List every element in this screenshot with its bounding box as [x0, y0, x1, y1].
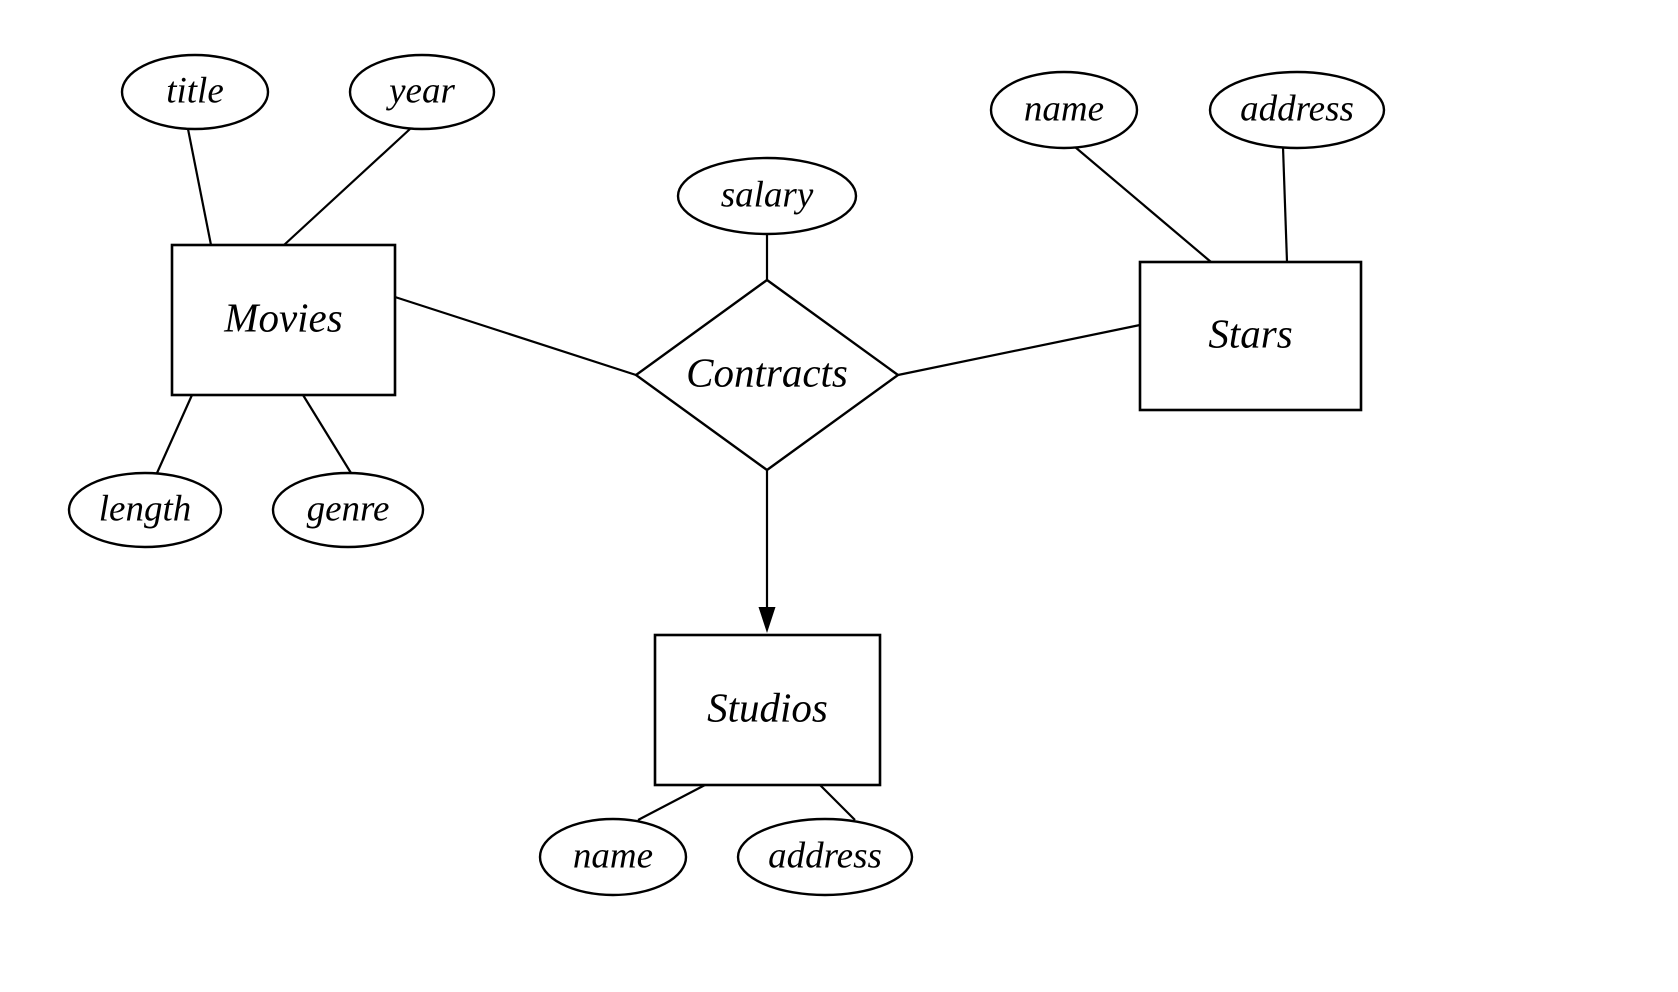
edge-line [394, 295, 637, 377]
edge-movies-title-to-movies [186, 128, 213, 246]
attribute-label-studios-name: name [573, 835, 653, 876]
attribute-label-movies-genre: genre [307, 488, 390, 529]
relationship-label-contracts: Contracts [686, 349, 848, 395]
attribute-label-movies-year: year [385, 70, 455, 111]
edge-line [637, 784, 706, 821]
edge-contracts-to-stars [897, 323, 1141, 377]
edge-movies-to-movies-genre [302, 394, 352, 474]
attribute-ellipse-movies-title[interactable] [120, 53, 270, 131]
edge-line [819, 784, 856, 821]
attribute-label-stars-address: address [1240, 88, 1354, 129]
attribute-ellipse-movies-genre[interactable] [271, 471, 425, 549]
entity-box-movies[interactable] [170, 243, 397, 397]
edge-line [155, 394, 194, 474]
attribute-label-stars-name: name [1024, 88, 1104, 129]
entity-label-stars: Stars [1208, 310, 1292, 356]
edge-line [186, 128, 213, 246]
edge-arrowhead-icon [758, 607, 776, 633]
entity-label-studios: Studios [707, 684, 828, 730]
edge-line [302, 394, 352, 474]
attribute-ellipse-studios-address[interactable] [736, 817, 914, 897]
edge-studios-to-studios-name [637, 784, 706, 821]
entity-box-stars[interactable] [1138, 260, 1363, 412]
nodes-layer [67, 53, 1386, 897]
attribute-label-contracts-salary: salary [721, 174, 814, 215]
attribute-label-movies-length: length [99, 488, 191, 529]
edge-line [1074, 146, 1212, 263]
edge-line [1281, 146, 1289, 263]
entity-box-studios[interactable] [653, 633, 882, 787]
edge-movies-year-to-movies [283, 128, 411, 246]
attribute-ellipse-stars-name[interactable] [989, 70, 1139, 150]
attribute-ellipse-stars-address[interactable] [1208, 70, 1386, 150]
edge-studios-to-studios-address [819, 784, 856, 821]
attribute-ellipse-movies-length[interactable] [67, 471, 223, 549]
edge-stars-address-to-stars [1281, 146, 1289, 263]
edge-movies-to-contracts [394, 295, 637, 377]
entity-label-movies: Movies [223, 294, 342, 340]
attribute-label-movies-title: title [166, 70, 224, 111]
edge-line [897, 323, 1141, 377]
edge-movies-to-movies-length [155, 394, 194, 474]
edge-line [283, 128, 411, 246]
attribute-ellipse-contracts-salary[interactable] [676, 156, 858, 236]
edges-layer [155, 128, 1289, 821]
edge-stars-name-to-stars [1074, 146, 1212, 263]
attribute-label-studios-address: address [768, 835, 882, 876]
attribute-ellipse-movies-year[interactable] [348, 53, 496, 131]
relationship-diamond-contracts[interactable] [633, 278, 901, 472]
attribute-ellipse-studios-name[interactable] [538, 817, 688, 897]
edge-contracts-to-studios [758, 470, 776, 633]
